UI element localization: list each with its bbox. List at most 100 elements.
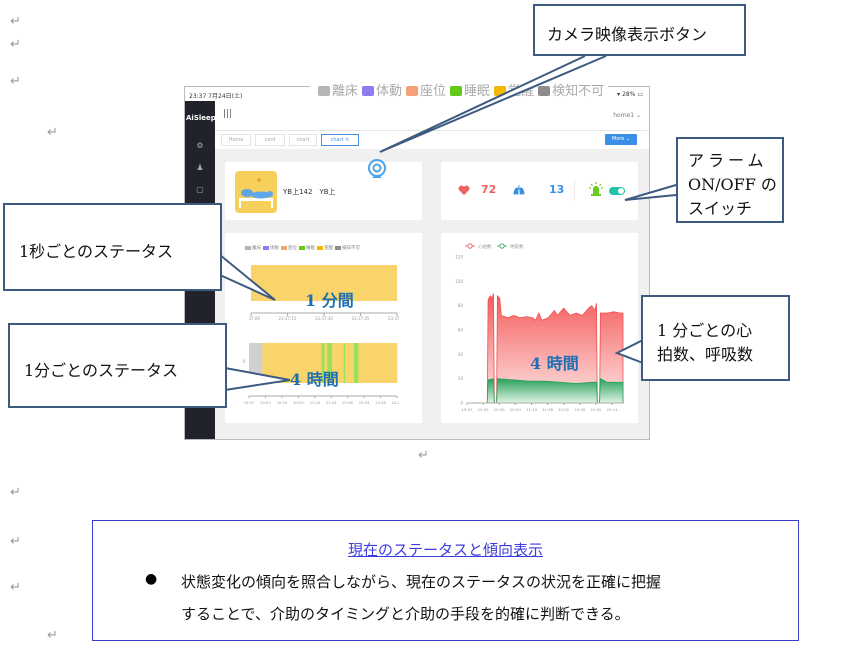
vitals-callout-line1: 1 分ごとの心 bbox=[657, 321, 753, 340]
legend-label: 検知不可 bbox=[552, 84, 605, 99]
y-tick-label: 0 bbox=[460, 401, 463, 406]
legend-swatch bbox=[299, 245, 305, 250]
legend-label: 覚醒 bbox=[324, 246, 333, 251]
status-segment bbox=[327, 343, 333, 383]
legend-label: 呼吸数 bbox=[510, 243, 524, 250]
x-tick-label: 19:37 bbox=[244, 401, 254, 405]
x-tick-label: 21:14 bbox=[526, 407, 538, 412]
document-icon[interactable]: ▢ bbox=[196, 185, 204, 194]
alarm-callout-pointer bbox=[624, 184, 677, 201]
summary-line-1: 状態変化の傾向を照合しながら、現在のステータスの状況を正確に把握 bbox=[181, 573, 662, 591]
camera-icon bbox=[368, 159, 386, 178]
legend-swatch bbox=[538, 86, 551, 96]
paragraph-mark: ↵ bbox=[10, 37, 21, 52]
vitals-callout-line2: 拍数、呼吸数 bbox=[657, 345, 754, 364]
x-tick-label: 23:37:45 bbox=[352, 316, 370, 320]
legend-swatch bbox=[450, 86, 463, 96]
legend-label: 検知不可 bbox=[342, 246, 360, 251]
x-tick-label: 22:33 bbox=[359, 401, 369, 405]
heart-rate-value: 72 bbox=[481, 183, 497, 196]
alarm-callout: アラーム ON/OFF の スイッチ bbox=[676, 137, 784, 223]
app-logo: AiSleep bbox=[186, 114, 216, 122]
x-tick-label: 19:37 bbox=[462, 407, 474, 412]
x-tick-label: 20:26 bbox=[494, 407, 506, 412]
alarm-callout-line2: ON/OFF の bbox=[688, 175, 777, 194]
x-tick-label: 23:37:57 bbox=[388, 316, 399, 320]
patient-label: YB上142 YB上 bbox=[283, 188, 336, 196]
user-name: home1 bbox=[613, 112, 635, 119]
four-hours-label-left: 4 時間 bbox=[290, 370, 339, 389]
per-second-callout-pointer bbox=[219, 254, 276, 301]
x-tick-label: 22:08 bbox=[342, 401, 353, 405]
per-minute-callout: 1分ごとのステータス bbox=[8, 323, 227, 408]
camera-callout-text: カメラ映像表示ボタン bbox=[547, 25, 708, 44]
legend-label: 心拍数 bbox=[478, 243, 492, 250]
top-bar: ||| home1 ⌄ bbox=[215, 101, 649, 131]
tab-chart-active[interactable]: chart × bbox=[321, 134, 359, 146]
tab-bar: Home card chart chart × More ⌄ bbox=[215, 131, 649, 149]
x-tick-label: 21:43 bbox=[326, 401, 336, 405]
paragraph-mark: ↵ bbox=[10, 485, 21, 500]
vitals-card: 72 13 bbox=[441, 162, 638, 220]
status-segment bbox=[358, 343, 398, 383]
x-tick-label: 23:14 bbox=[607, 407, 619, 412]
resp-rate-value: 13 bbox=[549, 183, 565, 196]
legend-marker bbox=[467, 243, 473, 249]
tab-card[interactable]: card bbox=[255, 134, 285, 146]
summary-line-2: することで、介助のタイミングと介助の手段を的確に判断できる。 bbox=[181, 605, 630, 623]
y-tick-label: 0 bbox=[243, 359, 246, 364]
lungs-icon bbox=[513, 185, 525, 195]
vitals-callout: 1 分ごとの心 拍数、呼吸数 bbox=[641, 295, 790, 381]
paragraph-mark: ↵ bbox=[10, 14, 21, 29]
per-minute-callout-text: 1分ごとのステータス bbox=[24, 361, 179, 380]
status-segment-awake bbox=[251, 265, 397, 301]
more-button[interactable]: More ⌄ bbox=[605, 134, 637, 145]
tab-home[interactable]: Home bbox=[221, 134, 251, 146]
settings-icon[interactable]: ⚙ bbox=[196, 141, 204, 150]
legend-swatch bbox=[281, 245, 287, 250]
alarm-toggle[interactable] bbox=[609, 187, 625, 195]
legend-swatch bbox=[406, 86, 419, 96]
per-second-callout: 1秒ごとのステータス bbox=[3, 203, 222, 291]
four-hours-label-right: 4 時間 bbox=[530, 354, 579, 373]
camera-button[interactable] bbox=[366, 158, 388, 180]
menu-icon[interactable]: ||| bbox=[223, 109, 233, 119]
alarm-callout-line3: スイッチ bbox=[688, 199, 753, 218]
status-time: 23:37 7月24日(土) bbox=[189, 93, 243, 100]
more-label: More bbox=[611, 136, 625, 142]
status-segment bbox=[321, 343, 325, 383]
status-segment bbox=[331, 343, 345, 383]
legend-swatch bbox=[317, 245, 323, 250]
user-icon[interactable]: ♟ bbox=[196, 163, 204, 172]
vitals-callout-pointer bbox=[614, 339, 644, 364]
resp-rate-area bbox=[467, 378, 624, 404]
battery-indicator: ▾ 28% ▭ bbox=[617, 91, 643, 98]
x-tick-label: 23:37:15 bbox=[279, 316, 297, 320]
legend-swatch bbox=[245, 245, 251, 250]
battery-percent: 28% bbox=[622, 91, 636, 98]
x-tick-label: 22:26 bbox=[574, 407, 586, 412]
legend-label: 体動 bbox=[376, 84, 403, 99]
y-tick-label: 80 bbox=[458, 303, 464, 308]
patient-card: YB上142 YB上 bbox=[225, 162, 422, 220]
user-dropdown[interactable]: home1 ⌄ bbox=[613, 112, 641, 119]
one-minute-label: 1 分間 bbox=[305, 291, 354, 310]
summary-title[interactable]: 現在のステータスと傾向表示 bbox=[347, 541, 543, 559]
legend-swatch bbox=[318, 86, 330, 96]
legend-marker bbox=[499, 243, 505, 249]
legend-swatch bbox=[362, 86, 375, 96]
x-tick-label: 23:23 bbox=[392, 401, 399, 405]
x-tick-label: 21:38 bbox=[542, 407, 554, 412]
y-tick-label: 20 bbox=[458, 376, 464, 381]
x-tick-label: 20:02 bbox=[478, 407, 490, 412]
y-tick-label: 100 bbox=[455, 279, 463, 284]
paragraph-mark: ↵ bbox=[10, 580, 21, 595]
legend-label: 座位 bbox=[288, 246, 297, 251]
y-tick-label: 120 bbox=[455, 255, 463, 260]
tab-chart[interactable]: chart bbox=[289, 134, 317, 146]
paragraph-mark: ↵ bbox=[10, 74, 21, 89]
x-tick-label: 20:29 bbox=[277, 401, 288, 405]
